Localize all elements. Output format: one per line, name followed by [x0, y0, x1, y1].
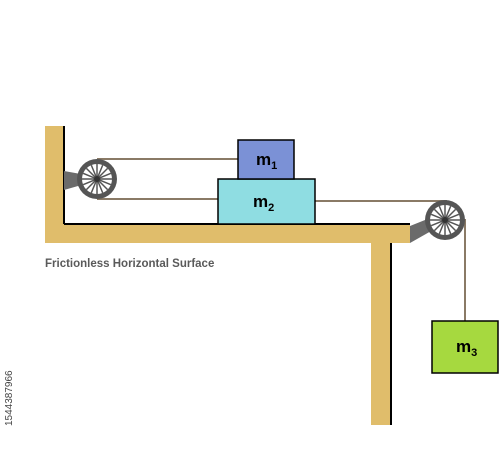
m2-label: m2	[253, 192, 274, 214]
block-m3: m3	[431, 320, 499, 374]
block-m1: m1	[237, 139, 295, 180]
m1-label: m1	[256, 150, 277, 172]
left-pulley	[64, 159, 117, 199]
table-leg	[371, 243, 391, 425]
ropes	[97, 158, 466, 321]
surface-caption: Frictionless Horizontal Surface	[45, 258, 214, 270]
block-m2: m2	[217, 178, 316, 225]
left-wall-and-table	[45, 126, 410, 243]
m3-label: m3	[456, 337, 477, 359]
stock-id: 1544387966	[4, 370, 15, 426]
right-pulley	[410, 200, 465, 243]
